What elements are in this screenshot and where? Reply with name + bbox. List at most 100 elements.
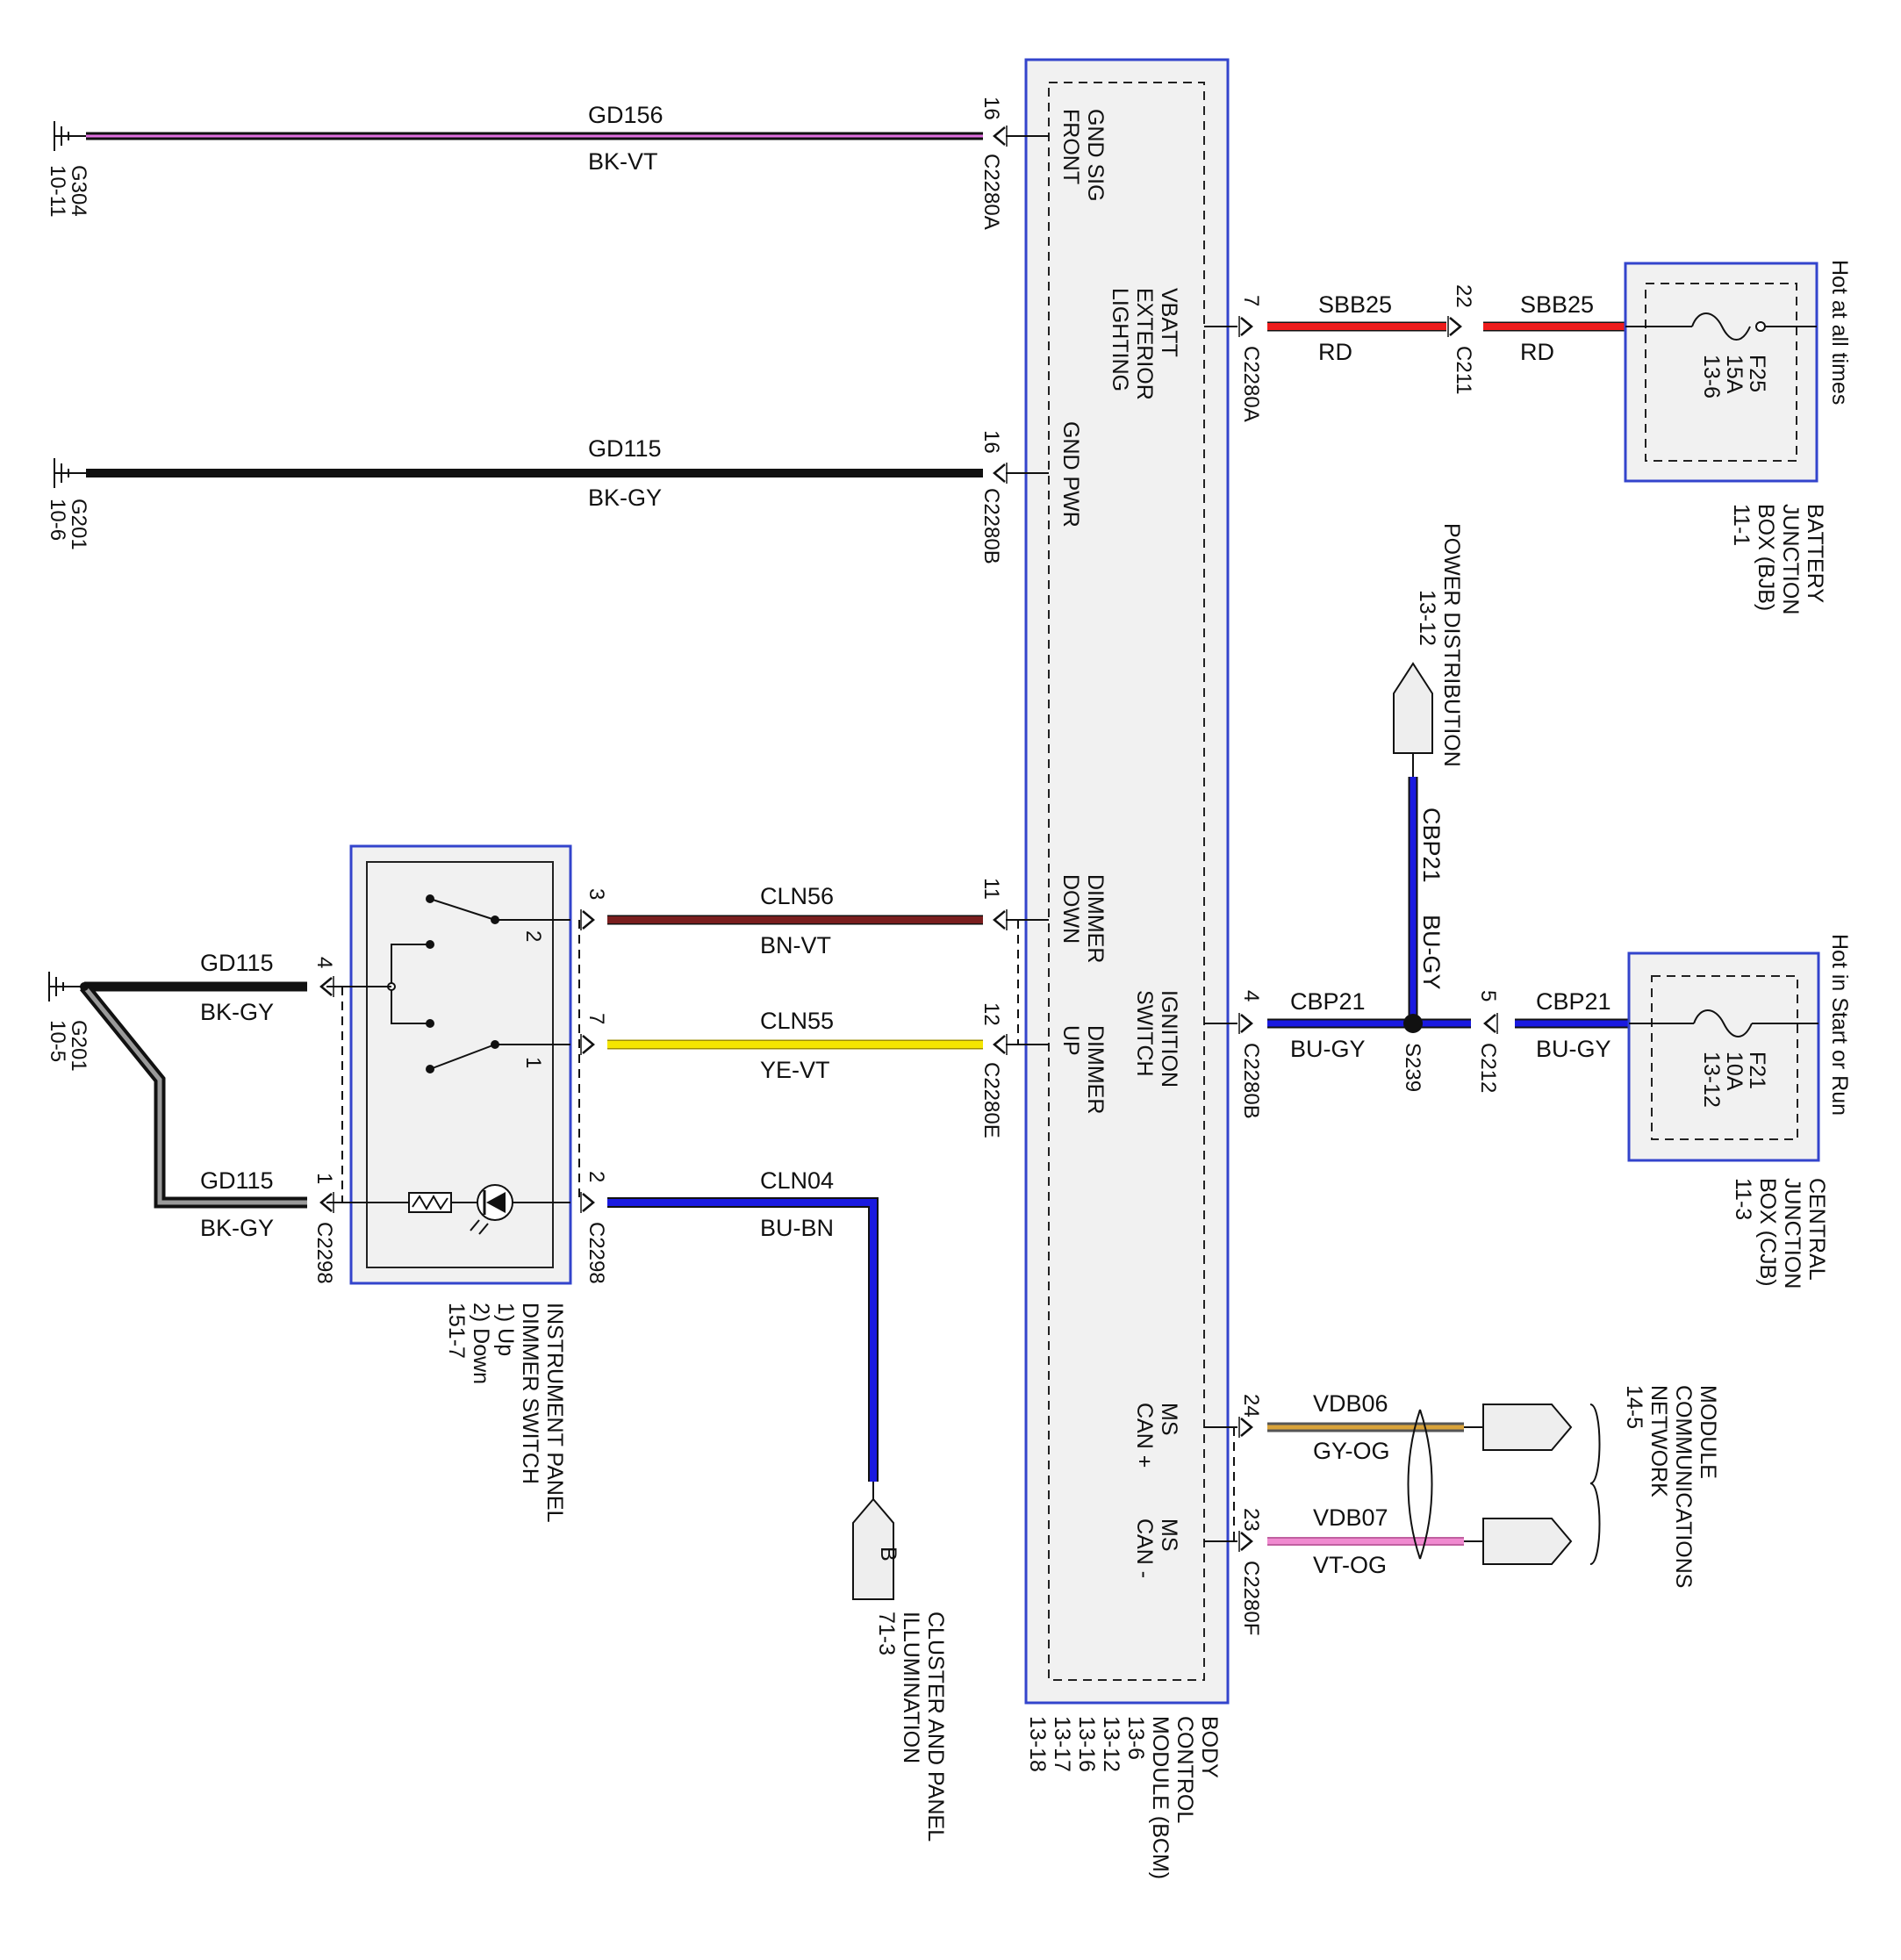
svg-text:12: 12 [979, 1002, 1003, 1026]
ground-g304: G304 10-11 [46, 121, 90, 218]
connector-c2280b-ign: 4 C2280B [1237, 990, 1263, 1119]
svg-text:5: 5 [1476, 990, 1500, 1002]
splice-s239: S239 [1401, 1014, 1471, 1092]
svg-text:11-1: 11-1 [1729, 504, 1754, 546]
svg-text:MS: MS [1157, 1403, 1181, 1436]
wire-sbb25-a: SBB25 RD [1267, 291, 1446, 365]
svg-text:GD156: GD156 [588, 102, 664, 128]
svg-text:C2280F: C2280F [1239, 1561, 1263, 1635]
svg-text:13-6: 13-6 [1123, 1716, 1148, 1760]
svg-text:C2280A: C2280A [1239, 346, 1263, 422]
svg-text:F25: F25 [1745, 355, 1769, 392]
svg-text:2: 2 [585, 1171, 608, 1182]
svg-text:C211: C211 [1452, 346, 1475, 395]
svg-text:11: 11 [979, 878, 1003, 900]
svg-text:13-17: 13-17 [1050, 1716, 1074, 1772]
svg-text:GD115: GD115 [588, 435, 662, 462]
connector-c2280f: 24 23 C2280F [1237, 1394, 1263, 1635]
bcm-pin-gnd-pwr: GND PWR [1058, 421, 1083, 528]
svg-text:23: 23 [1239, 1508, 1263, 1532]
connector-c2280a-vbatt: 7 C2280A [1237, 295, 1263, 422]
svg-text:C2298: C2298 [585, 1222, 608, 1284]
wire-vdb07: VDB07 VT-OG [1267, 1504, 1483, 1578]
svg-text:CLN04: CLN04 [760, 1167, 834, 1194]
svg-text:UP: UP [1058, 1025, 1083, 1056]
connector-c2298-right: 3 7 2 C2298 [579, 888, 608, 1284]
svg-text:GND SIG: GND SIG [1083, 109, 1108, 202]
svg-text:15A: 15A [1722, 355, 1747, 394]
svg-text:2: 2 [521, 930, 545, 942]
svg-text:CAN +: CAN + [1132, 1403, 1157, 1468]
svg-text:16: 16 [979, 97, 1003, 120]
bjb-label: BATTERY JUNCTION BOX (BJB) 11-1 [1729, 504, 1827, 614]
svg-text:C2280B: C2280B [979, 488, 1003, 564]
ground-g201-top: G201 10-6 [46, 458, 90, 550]
svg-text:C2280B: C2280B [1239, 1043, 1263, 1119]
bcm-label: BODY CONTROL MODULE (BCM) 13-6 13-12 13-… [1025, 1716, 1222, 1879]
bjb-hot-text: Hot at all times [1827, 260, 1852, 405]
led-icon [470, 1184, 513, 1235]
svg-text:RD: RD [1520, 339, 1554, 365]
module-comm-ref: MODULE COMMUNICATIONS NETWORK 14-5 [1482, 1385, 1720, 1588]
twisted-pair-icon [1407, 1409, 1433, 1560]
cluster-illumination-ref: B CLUSTER AND PANEL ILLUMINATION 71-3 [852, 1482, 948, 1842]
svg-text:14-5: 14-5 [1622, 1385, 1646, 1429]
cjb-module: F21 10A 13-12 [1627, 951, 1820, 1162]
svg-text:SWITCH: SWITCH [1132, 990, 1157, 1077]
svg-text:G201: G201 [67, 1020, 90, 1072]
cjb-label: CENTRAL JUNCTION BOX (CJB) 11-3 [1731, 1178, 1829, 1289]
connector-c212: 5 C212 [1476, 990, 1500, 1093]
wire-vdb06: VDB06 GY-OG [1267, 1390, 1483, 1464]
svg-text:13-18: 13-18 [1025, 1716, 1050, 1772]
svg-text:10-5: 10-5 [46, 1020, 69, 1062]
svg-text:JUNCTION: JUNCTION [1780, 1178, 1804, 1289]
svg-text:13-12: 13-12 [1415, 590, 1439, 646]
svg-text:24: 24 [1239, 1394, 1263, 1418]
svg-text:BATTERY: BATTERY [1803, 504, 1827, 603]
wire-sbb25-b: SBB25 RD [1483, 291, 1625, 365]
connector-c2280b-gnd: 16 C2280B [979, 430, 1049, 564]
svg-text:7: 7 [585, 1013, 608, 1024]
svg-text:G201: G201 [67, 499, 90, 550]
wire-gd156: GD156 BK-VT [86, 102, 983, 175]
fuse-f25-icon [1691, 312, 1751, 341]
svg-text:LIGHTING: LIGHTING [1108, 288, 1132, 391]
svg-text:RD: RD [1318, 339, 1352, 365]
svg-text:F21: F21 [1745, 1052, 1769, 1089]
svg-text:DIMMER: DIMMER [1083, 1025, 1108, 1114]
dimmer-switch-module: 2 1 [326, 844, 572, 1285]
svg-text:FRONT: FRONT [1058, 109, 1083, 184]
svg-text:151-7: 151-7 [444, 1303, 469, 1359]
svg-text:SBB25: SBB25 [1520, 291, 1594, 318]
svg-text:10-11: 10-11 [46, 165, 69, 218]
svg-text:1: 1 [312, 1173, 336, 1184]
svg-text:MS: MS [1157, 1518, 1181, 1552]
svg-text:EXTERIOR: EXTERIOR [1132, 288, 1157, 400]
svg-text:CBP21: CBP21 [1290, 988, 1366, 1015]
svg-text:13-6: 13-6 [1699, 355, 1724, 398]
svg-text:BU-GY: BU-GY [1290, 1036, 1366, 1062]
svg-text:CBP21: CBP21 [1536, 988, 1611, 1015]
svg-text:DOWN: DOWN [1058, 874, 1083, 944]
svg-text:VDB06: VDB06 [1313, 1390, 1388, 1417]
svg-text:CLN56: CLN56 [760, 883, 834, 909]
svg-text:4: 4 [312, 957, 336, 968]
svg-text:POWER DISTRIBUTION: POWER DISTRIBUTION [1439, 523, 1464, 767]
svg-text:NETWORK: NETWORK [1646, 1385, 1671, 1497]
dimmer-switch-label: INSTRUMENT PANEL DIMMER SWITCH 1) Up 2) … [444, 1303, 567, 1523]
svg-text:GY-OG: GY-OG [1313, 1438, 1390, 1464]
bcm-pin-ignition-switch: IGNITION SWITCH [1132, 990, 1181, 1088]
svg-text:16: 16 [979, 430, 1003, 454]
svg-text:BK-GY: BK-GY [200, 1215, 274, 1241]
svg-text:4: 4 [1239, 990, 1263, 1002]
svg-text:10A: 10A [1722, 1052, 1747, 1091]
wire-cbp21-a: CBP21 BU-GY [1267, 988, 1413, 1062]
wire-cln56: CLN56 BN-VT [607, 883, 983, 958]
svg-text:B: B [876, 1547, 900, 1562]
svg-text:1) Up: 1) Up [493, 1303, 518, 1356]
bcm-pin-vbatt: VBATT EXTERIOR LIGHTING [1108, 288, 1181, 400]
wire-cln04: CLN04 BU-BN [607, 1167, 879, 1482]
svg-text:BOX (CJB): BOX (CJB) [1755, 1178, 1780, 1287]
svg-text:11-3: 11-3 [1731, 1178, 1755, 1220]
svg-text:VBATT: VBATT [1157, 288, 1181, 357]
